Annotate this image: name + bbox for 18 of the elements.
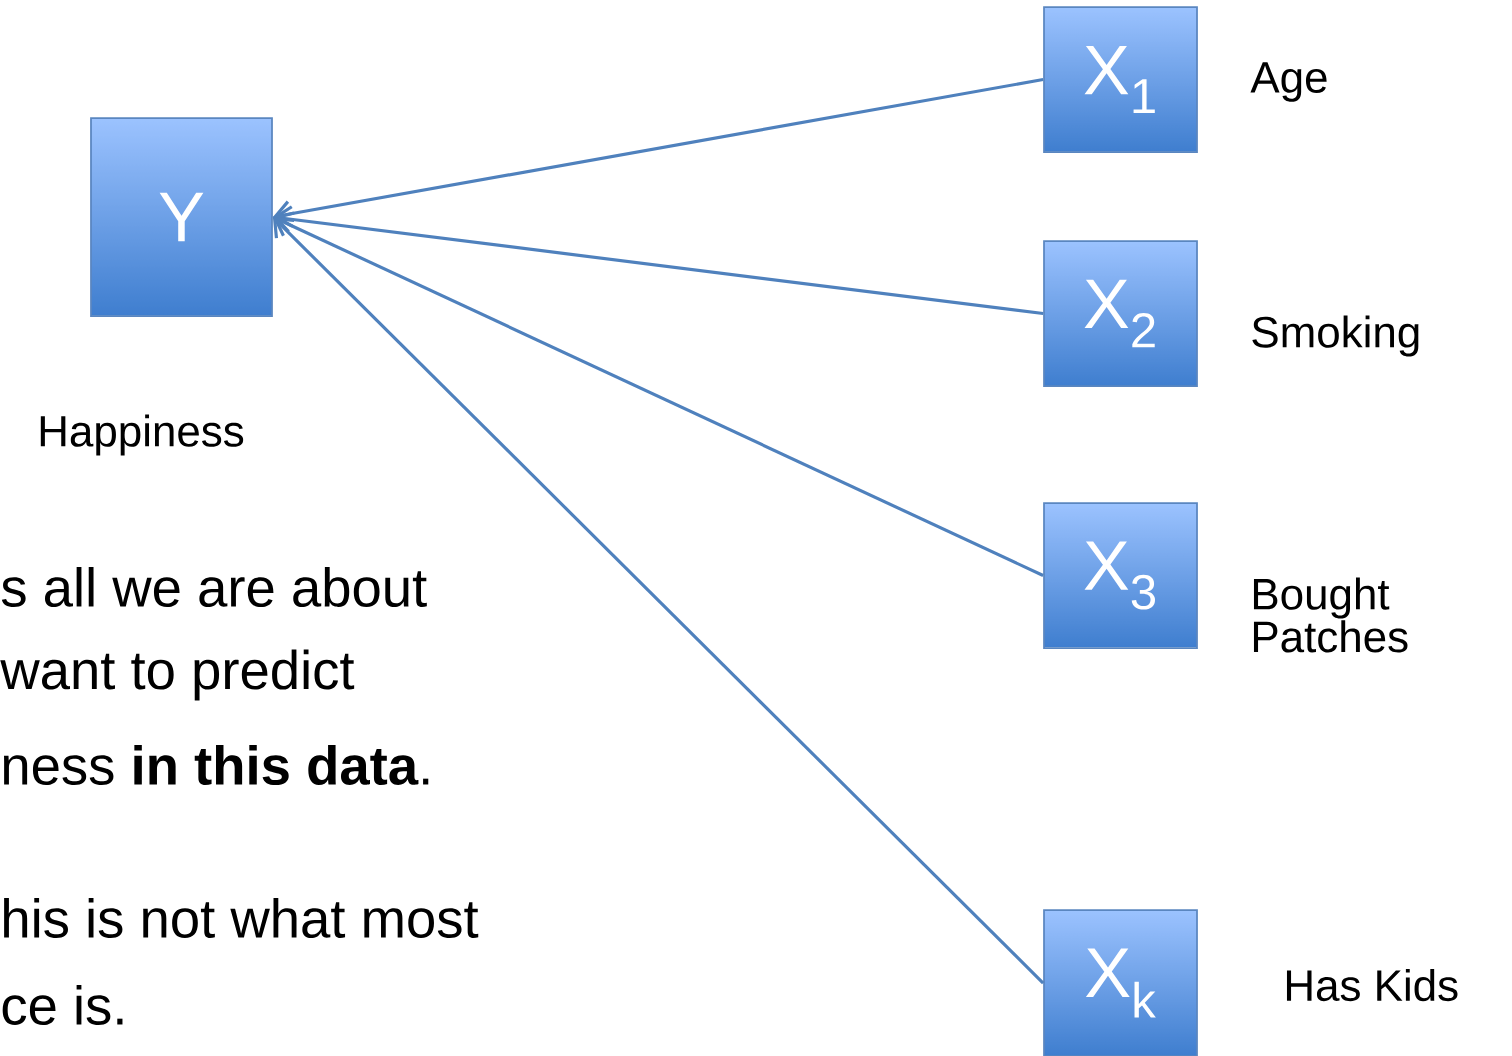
- variable-name: Has Kids: [1286, 968, 1458, 1002]
- body-text: ce is.: [2, 985, 123, 1025]
- body-text: want to predict: [0, 649, 355, 701]
- variable-name: Smoking: [1252, 315, 1419, 357]
- variable-name: Bought Patches: [1253, 577, 1408, 653]
- variable-box: X$_{2}$: [1043, 240, 1198, 387]
- arrow: [272, 205, 1044, 316]
- variable-box: X$_{3}$: [1043, 502, 1198, 649]
- body-text: s all we are about: [1, 567, 427, 607]
- variable-box: X$_{k}$: [1043, 909, 1198, 1056]
- body-text: ness in this data.: [3, 745, 429, 785]
- variable-box: Y: [90, 117, 273, 317]
- variable-name: Happiness: [40, 414, 244, 456]
- variable-box: X$_{1}$: [1043, 6, 1198, 153]
- variable-name: Age: [1250, 62, 1327, 102]
- arrow: [272, 217, 1045, 985]
- arrow: [272, 77, 1044, 228]
- body-text: his is not what most: [4, 898, 479, 938]
